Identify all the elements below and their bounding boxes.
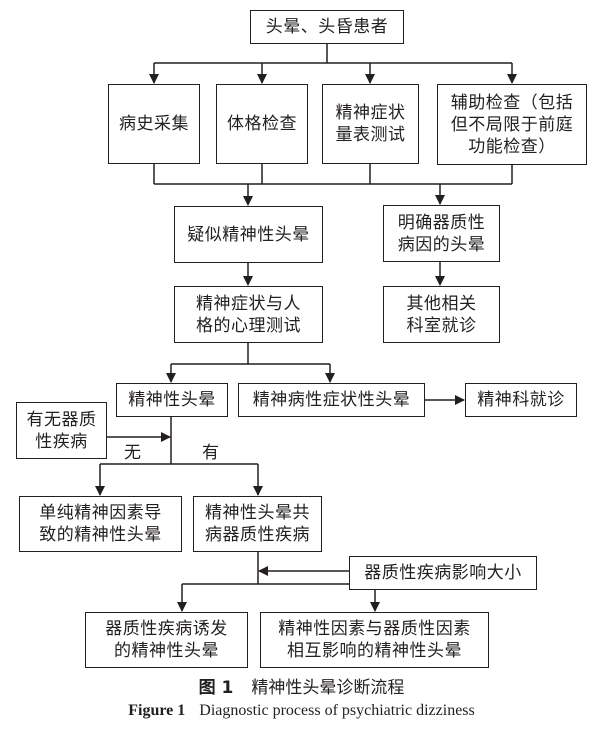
node-interact-line2: 相互影响的精神性头晕 [287,641,462,661]
node-organic-line2: 病因的头晕 [397,234,486,255]
node-organic-cause: 明确器质性 病因的头晕 [383,205,500,262]
node-psych-dizzy: 精神性头晕 [116,383,228,417]
node-induced-line2: 的精神性头晕 [114,641,219,661]
node-psych-test: 精神症状与人 格的心理测试 [174,286,323,343]
node-suspected: 疑似精神性头晕 [174,206,323,263]
node-impact-text: 器质性疾病影响大小 [364,563,522,583]
caption-cn-text: 精神性头晕诊断流程 [251,678,405,698]
node-pure-line1: 单纯精神因素导 [39,503,162,523]
node-organic-line1: 明确器质性 [397,212,486,233]
node-psychotic-dizzy: 精神病性症状性头晕 [238,383,425,417]
node-physical-text: 体格检查 [227,114,297,134]
node-history-text: 病史采集 [119,114,189,134]
node-other-dept: 其他相关 科室就诊 [383,286,500,343]
node-comorbid-line2: 病器质性疾病 [205,525,310,545]
node-impact: 器质性疾病影响大小 [349,556,537,590]
node-question-line2: 性疾病 [35,431,88,452]
node-scale-test: 精神症状 量表测试 [322,84,419,164]
node-psychotic-text: 精神病性症状性头晕 [252,390,411,410]
node-induced-line1: 器质性疾病诱发 [105,619,228,639]
node-scale-line1: 精神症状 [335,103,406,123]
node-other-line2: 科室就诊 [406,315,477,336]
node-question-line1: 有无器质 [26,409,97,430]
node-psychiatry-visit: 精神科就诊 [465,383,577,417]
node-suspected-text: 疑似精神性头晕 [187,224,310,245]
node-aux-line1: 辅助检查（包括 [450,92,574,113]
node-pure-psych: 单纯精神因素导 致的精神性头晕 [19,496,182,552]
caption-en-text: Diagnostic process of psychiatric dizzin… [199,702,475,719]
caption-cn-label: 图 1 [198,678,234,698]
node-aux-line2: 但不局限于前庭 [450,114,574,135]
node-aux-line3: 功能检查） [468,136,556,157]
node-comorbid: 精神性头晕共 病器质性疾病 [193,496,322,552]
node-interaction: 精神性因素与器质性因素 相互影响的精神性头晕 [260,612,489,668]
node-interact-line1: 精神性因素与器质性因素 [278,619,471,639]
node-psytest-line2: 格的心理测试 [196,315,301,336]
node-history: 病史采集 [108,84,200,164]
edge-label-no: 无 [124,443,141,463]
edge-label-yes: 有 [202,443,219,463]
node-organic-induced: 器质性疾病诱发 的精神性头晕 [85,612,248,668]
node-psychiatry-text: 精神科就诊 [477,390,565,410]
node-patients: 头晕、头昏患者 [250,10,404,44]
node-patients-text: 头晕、头昏患者 [265,17,389,37]
node-organic-question: 有无器质 性疾病 [16,402,107,459]
node-comorbid-line1: 精神性头晕共 [205,503,310,523]
caption-en-label: Figure 1 [128,702,186,719]
caption-chinese: 图 1 精神性头晕诊断流程 [0,673,603,698]
node-psych-dizzy-text: 精神性头晕 [128,390,216,410]
node-other-line1: 其他相关 [406,293,477,314]
caption-english: Figure 1 Diagnostic process of psychiatri… [0,702,603,720]
node-physical: 体格检查 [216,84,308,164]
node-scale-line2: 量表测试 [335,125,406,145]
node-pure-line2: 致的精神性头晕 [39,525,162,545]
node-psytest-line1: 精神症状与人 [196,293,301,314]
node-aux-exam: 辅助检查（包括 但不局限于前庭 功能检查） [437,84,587,165]
